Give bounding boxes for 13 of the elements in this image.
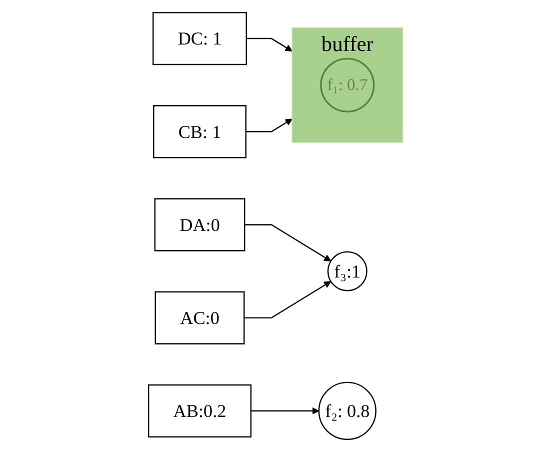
node-box: CB: 1: [153, 105, 247, 158]
arrow: [244, 281, 332, 318]
node-box: AB:0.2: [148, 384, 252, 438]
arrow: [246, 118, 293, 132]
node-circle: f₂: 0.8: [318, 382, 377, 440]
node-box: DC: 1: [152, 12, 248, 66]
arrow: [244, 224, 332, 262]
arrow: [251, 407, 320, 415]
node-box: DA:0: [154, 198, 246, 252]
node-box: AC:0: [155, 291, 246, 344]
arrow: [246, 38, 293, 52]
node-circle: f₁: 0.7: [320, 58, 376, 112]
node-circle: f₃:1: [328, 251, 368, 292]
